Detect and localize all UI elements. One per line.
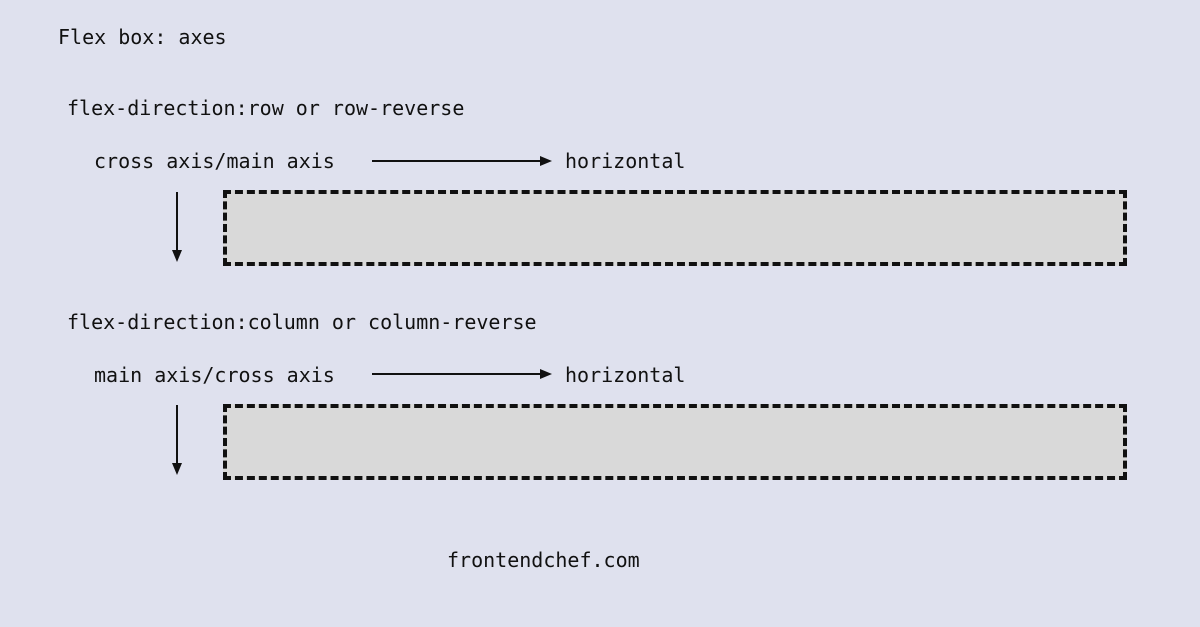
row-direction-label: horizontal (565, 149, 686, 173)
vertical-arrow-icon (172, 192, 182, 262)
column-axis-label: main axis/cross axis (94, 363, 335, 387)
column-direction-label: horizontal (565, 363, 686, 387)
row-direction-heading: flex-direction:row or row-reverse (67, 96, 465, 120)
horizontal-arrow-icon (372, 369, 552, 379)
horizontal-arrow-icon (372, 156, 552, 166)
row-axis-label: cross axis/main axis (94, 149, 335, 173)
site-footer-credit: frontendchef.com (447, 548, 640, 572)
column-flex-container (223, 404, 1127, 480)
vertical-arrow-icon (172, 405, 182, 475)
diagram-title: Flex box: axes (58, 25, 227, 49)
column-direction-heading: flex-direction:column or column-reverse (67, 310, 537, 334)
row-flex-container (223, 190, 1127, 266)
